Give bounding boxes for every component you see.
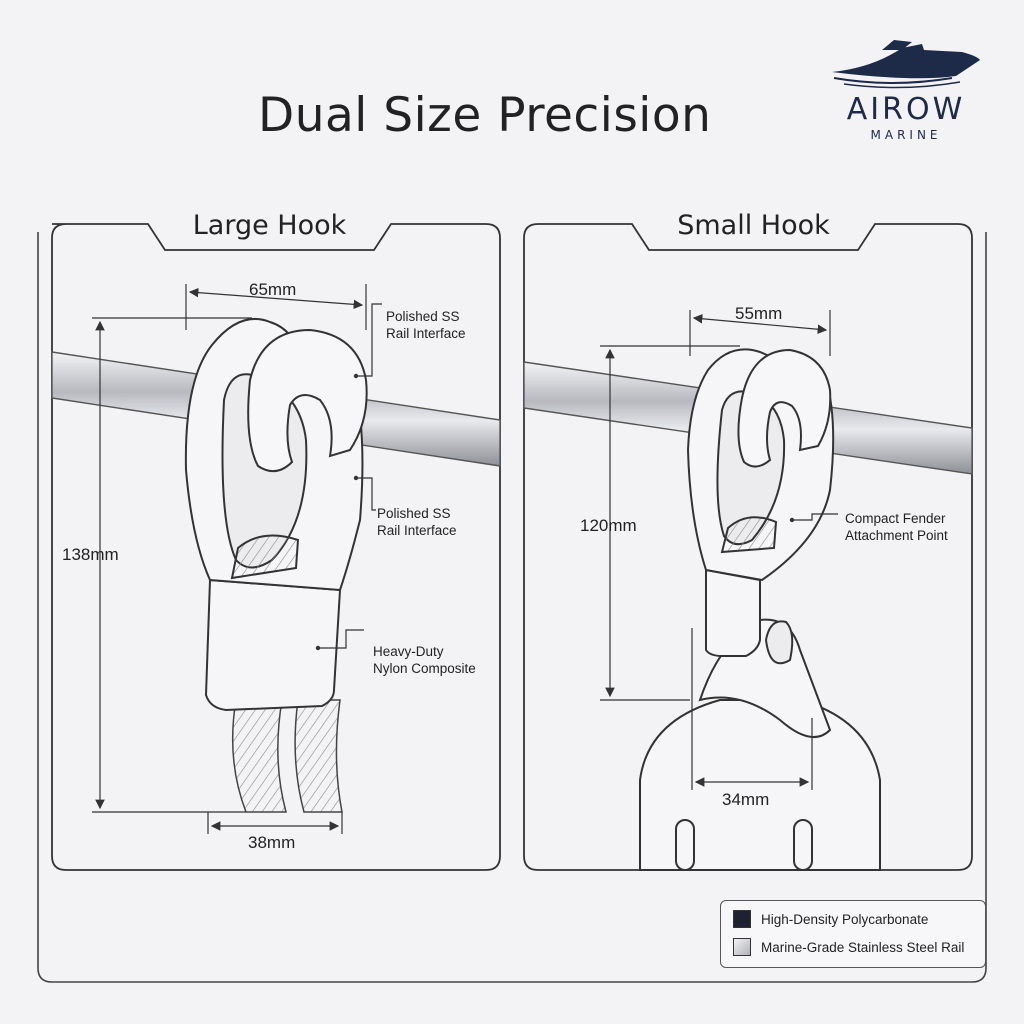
large-callout-top: Polished SS Rail Interface [386,309,466,341]
large-base-dimension: 38mm [248,833,296,852]
legend-label: High-Density Polycarbonate [761,911,929,927]
small-width-dimension: 55mm [735,304,783,323]
outer-frame [37,232,987,983]
large-hook-title: Large Hook [192,210,347,241]
small-base-dimension: 34mm [722,790,770,809]
legend-box: High-Density Polycarbonate Marine-Grade … [720,900,986,968]
large-dimensions [92,284,382,834]
legend-swatch-dark [733,910,751,928]
small-hook-title: Small Hook [677,210,830,241]
small-hook-body [686,348,835,665]
brand-name: AIROW [846,92,966,127]
legend-item-polycarbonate: High-Density Polycarbonate [733,909,928,929]
large-height-dimension: 138mm [62,545,119,564]
page-title: Dual Size Precision [258,88,712,143]
small-height-dimension: 120mm [580,516,637,535]
large-width-dimension: 65mm [249,280,297,299]
boat-logo-icon [832,40,980,89]
brand-sub: MARINE [870,128,942,142]
large-hook-body [184,317,368,712]
small-dimensions [600,310,838,790]
legend-swatch-steel [733,938,751,956]
large-rope [231,699,343,813]
legend-label: Marine-Grade Stainless Steel Rail [761,939,965,955]
large-callout-mid: Polished SS Rail Interface [377,506,457,538]
legend-item-steel-rail: Marine-Grade Stainless Steel Rail [733,937,964,957]
large-callout-bottom: Heavy-Duty Nylon Composite [373,644,476,676]
small-callout: Compact Fender Attachment Point [845,511,948,543]
